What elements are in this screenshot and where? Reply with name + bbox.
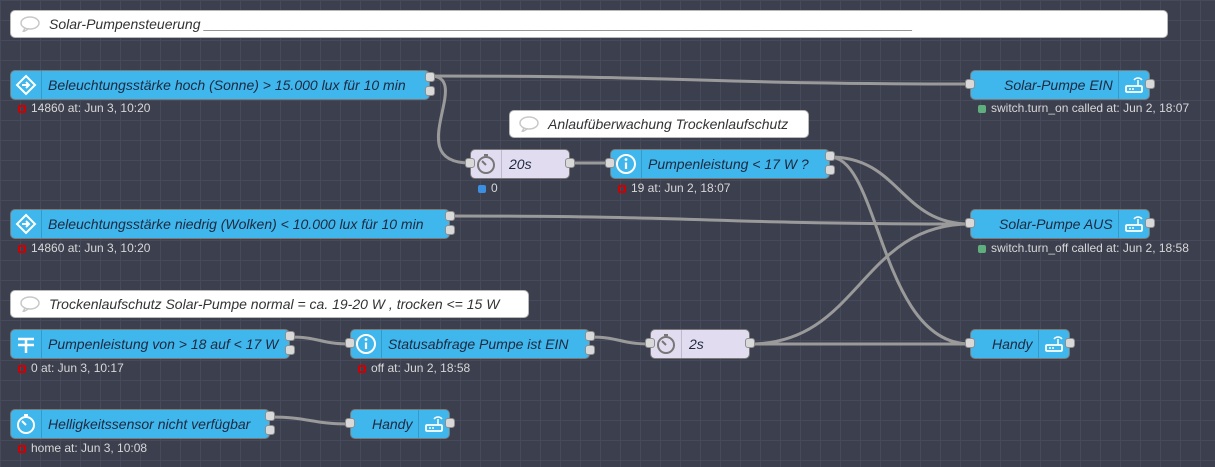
output-port[interactable] [585,345,595,355]
node-pumpenleistung-switch[interactable]: Pumpenleistung von > 18 auf < 17 W [10,329,290,359]
node-label: 2s [689,336,704,352]
node-light-high-trigger[interactable]: Beleuchtungsstärke hoch (Sonne) > 15.000… [10,70,430,100]
node-label: Beleuchtungsstärke niedrig (Wolken) < 10… [48,216,424,232]
speech-bubble-icon [519,116,539,132]
output-port[interactable] [445,225,455,235]
wire-n8-n9 [589,335,651,346]
node-label: Statusabfrage Pumpe ist EIN [388,336,569,352]
node-status: 0 at: Jun 3, 10:17 [18,361,124,375]
input-port[interactable] [465,158,475,168]
info-icon [611,150,642,178]
output-port[interactable] [585,331,595,341]
wire-n4-n10 [829,155,971,346]
node-delay-2s[interactable]: 2s [650,329,750,359]
node-status: 14860 at: Jun 3, 10:20 [18,241,150,255]
input-port[interactable] [965,338,975,348]
status-indicator [358,365,366,373]
output-port[interactable] [565,158,575,168]
node-label: Handy [372,416,413,432]
comment-trockenlaufschutz[interactable]: Trockenlaufschutz Solar-Pumpe normal = c… [10,290,529,318]
status-indicator [978,105,986,113]
timer-icon [11,410,42,438]
status-indicator [978,245,986,253]
node-statusabfrage[interactable]: Statusabfrage Pumpe ist EIN [350,329,590,359]
output-port[interactable] [1145,218,1155,228]
node-label: Pumpenleistung von > 18 auf < 17 W [48,336,279,352]
input-port[interactable] [345,338,355,348]
node-label: Solar-Pumpe AUS [999,216,1113,232]
node-solar-pumpe-ein[interactable]: Solar-Pumpe EIN [970,70,1150,100]
output-port[interactable] [425,72,435,82]
node-status: switch.turn_on called at: Jun 2, 18:07 [978,101,1189,115]
speech-bubble-icon [20,296,40,312]
router-icon [1118,210,1149,238]
status-indicator [18,445,26,453]
node-status: 19 at: Jun 2, 18:07 [618,181,730,195]
router-icon [418,410,449,438]
node-status: off at: Jun 2, 18:58 [358,361,470,375]
wire-n5-n6 [449,214,971,226]
speech-bubble-icon [20,16,40,32]
node-label: 20s [509,156,532,172]
node-status: 14860 at: Jun 3, 10:20 [18,101,150,115]
node-sensor-unavailable[interactable]: Helligkeitssensor nicht verfügbar [10,409,270,439]
status-indicator [18,245,26,253]
node-status: switch.turn_off called at: Jun 2, 18:58 [978,241,1189,255]
wire-n4-n6 [829,155,971,226]
node-light-low-trigger[interactable]: Beleuchtungsstärke niedrig (Wolken) < 10… [10,209,450,239]
wire-n1-n2 [429,74,971,86]
wire-n9-n6 [749,222,971,346]
router-icon [1118,71,1149,99]
node-label: Solar-Pumpe EIN [1004,77,1113,93]
status-indicator [18,365,26,373]
node-status: home at: Jun 3, 10:08 [18,441,147,455]
wire-n1-n3 [429,74,471,165]
node-delay-20s[interactable]: 20s [470,149,570,179]
node-handy-sensor[interactable]: Handy [350,409,450,439]
output-port[interactable] [265,425,275,435]
input-port[interactable] [965,79,975,89]
node-label: Beleuchtungsstärke hoch (Sonne) > 15.000… [48,77,406,93]
comment-text: Anlaufüberwachung Trockenlaufschutz [548,116,789,132]
timer-icon [471,150,502,178]
input-port[interactable] [605,158,615,168]
output-port[interactable] [285,331,295,341]
node-handy-notify[interactable]: Handy [970,329,1070,359]
timer-icon [651,330,682,358]
output-port[interactable] [265,411,275,421]
status-indicator [478,185,486,193]
node-label: Handy [992,336,1033,352]
node-label: Helligkeitssensor nicht verfügbar [48,416,251,432]
comment-text: Trockenlaufschutz Solar-Pumpe normal = c… [49,296,500,312]
signpost-icon [11,330,42,358]
router-icon [1038,330,1069,358]
output-port[interactable] [825,165,835,175]
status-indicator [618,185,626,193]
input-port[interactable] [345,418,355,428]
comment-text: Solar-Pumpensteuerung __________________… [49,16,913,32]
wire-n11-n12 [269,415,351,426]
output-port[interactable] [445,211,455,221]
node-label: Pumpenleistung < 17 W ? [648,156,809,172]
output-port[interactable] [1145,79,1155,89]
comment-solar-pumpensteuerung[interactable]: Solar-Pumpensteuerung __________________… [10,10,1168,38]
output-port[interactable] [445,418,455,428]
wire-n7-n8 [289,335,351,346]
comment-anlaufueberwachung[interactable]: Anlaufüberwachung Trockenlaufschutz [509,110,809,138]
arrow-right-icon [11,210,42,238]
input-port[interactable] [645,338,655,348]
output-port[interactable] [425,86,435,96]
node-status: 0 [478,181,498,195]
input-port[interactable] [965,218,975,228]
output-port[interactable] [1065,338,1075,348]
output-port[interactable] [745,338,755,348]
status-indicator [18,105,26,113]
output-port[interactable] [825,151,835,161]
arrow-right-icon [11,71,42,99]
info-icon [351,330,382,358]
node-pumpenleistung-check[interactable]: Pumpenleistung < 17 W ? [610,149,830,179]
output-port[interactable] [285,345,295,355]
node-solar-pumpe-aus[interactable]: Solar-Pumpe AUS [970,209,1150,239]
